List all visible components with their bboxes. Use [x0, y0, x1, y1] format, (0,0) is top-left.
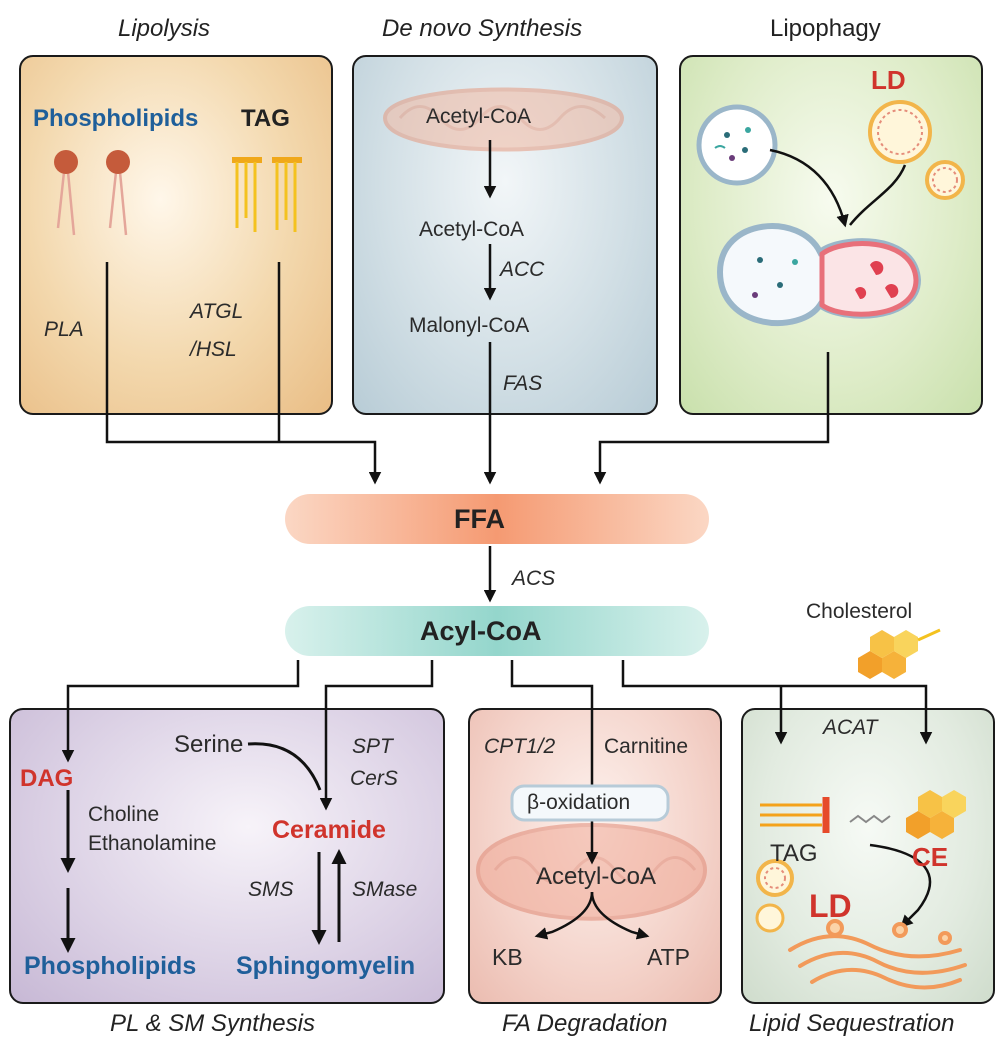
cholesteryl-ester-icon [849, 790, 966, 839]
sphingomyelin-label: Sphingomyelin [236, 952, 416, 980]
smase-label: SMase [352, 878, 418, 901]
sequestration-panel [741, 708, 995, 1004]
tag-label: TAG [770, 840, 818, 867]
carnitine-label: Carnitine [604, 735, 689, 758]
ld-label: LD [809, 888, 852, 924]
cpt-label: CPT1/2 [484, 735, 556, 758]
acc-label: ACC [500, 258, 545, 281]
fas-label: FAS [503, 372, 543, 395]
ld-label: LD [871, 65, 906, 95]
ethanolamine-label: Ethanolamine [88, 832, 217, 855]
serine-label: Serine [174, 731, 244, 758]
pla-label: PLA [44, 318, 84, 341]
phospholipid-icon [54, 150, 130, 236]
lipolysis-panel [19, 55, 333, 415]
tag-lipid-icon [232, 157, 302, 232]
degradation-title: FA Degradation [502, 1010, 668, 1037]
malonyl-coa-label: Malonyl-CoA [409, 314, 530, 337]
acetyl-coa-label: Acetyl-CoA [419, 218, 525, 241]
mitochondrion-icon [475, 823, 708, 921]
acat-label: ACAT [823, 716, 878, 739]
acyl-coa-pill [285, 606, 709, 656]
beta-oxidation-label: β-oxidation [527, 791, 631, 814]
dag-label: DAG [20, 765, 74, 792]
sms-label: SMS [248, 878, 294, 901]
ce-label: CE [912, 842, 949, 872]
lipid-droplet-icon [868, 100, 965, 200]
tag-label: TAG [241, 105, 290, 132]
ffa-pill [285, 494, 709, 544]
tag-lipid-icon [760, 797, 830, 833]
choline-label: Choline [88, 803, 160, 826]
sequestration-title: Lipid Sequestration [749, 1010, 955, 1037]
mitochondrion-icon [382, 87, 625, 152]
autophagosome-icon [696, 104, 778, 186]
acetyl-coa-label: Acetyl-CoA [536, 863, 657, 890]
beta-oxidation-box [510, 784, 670, 822]
denovo-title: De novo Synthesis [382, 15, 583, 42]
acs-label: ACS [512, 567, 556, 590]
autolysosome-icon [716, 223, 922, 326]
cholesterol-icon [858, 628, 941, 679]
kb-label: KB [492, 944, 523, 970]
plsm-panel [9, 708, 445, 1004]
lipolysis-title: Lipolysis [118, 15, 211, 42]
endoplasmic-reticulum-icon [788, 919, 967, 990]
ceramide-label: Ceramide [272, 816, 386, 844]
cholesterol-label: Cholesterol [806, 600, 913, 623]
plsm-title: PL & SM Synthesis [110, 1010, 315, 1037]
phospholipids-label: Phospholipids [33, 105, 199, 132]
phospholipids-label: Phospholipids [24, 952, 197, 980]
cers-label: CerS [350, 767, 398, 790]
ffa-label: FFA [454, 504, 505, 534]
lipophagy-title: Lipophagy [770, 15, 881, 42]
hsl-label: /HSL [190, 338, 237, 361]
atgl-label: ATGL [190, 300, 244, 323]
acetyl-coa-label: Acetyl-CoA [426, 105, 532, 128]
atp-label: ATP [647, 944, 691, 970]
spt-label: SPT [352, 735, 393, 758]
lipid-droplet-icon [755, 859, 794, 933]
acyl-coa-label: Acyl-CoA [420, 616, 542, 646]
